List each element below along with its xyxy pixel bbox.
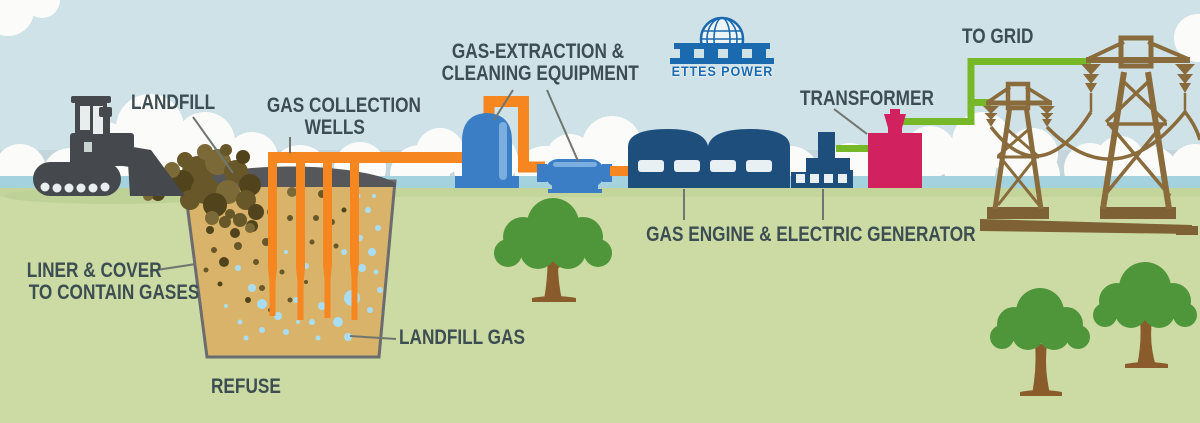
pointer-landfill — [192, 116, 234, 174]
label-refuse-text: REFUSE — [211, 375, 281, 398]
label-liner-line1: LINER & COVER — [26, 259, 162, 282]
bulldozer — [33, 96, 185, 196]
pipe-to-engine — [610, 166, 630, 176]
label-gas-extraction: GAS-EXTRACTION & CLEANING EQUIPMENT — [420, 41, 655, 85]
pointer-gas-extraction-tank — [493, 89, 514, 121]
cleaning-compressor — [537, 159, 612, 193]
tree-right-small — [990, 288, 1090, 396]
label-landfill-text: LANDFILL — [131, 91, 216, 114]
label-gas-engine-text: GAS ENGINE & ELECTRIC GENERATOR — [646, 223, 976, 246]
label-gas-extraction-line1: GAS-EXTRACTION & — [451, 40, 624, 63]
refuse-mound — [143, 144, 264, 238]
pointer-gas-extraction-compressor — [546, 89, 579, 162]
pointer-transformer — [833, 108, 868, 135]
label-liner-cover: LINER & COVER TO CONTAIN GASES — [10, 259, 200, 304]
label-wells-line1: GAS COLLECTION — [266, 94, 421, 117]
ettes-power-logo — [670, 16, 774, 64]
label-transformer-text: TRANSFORMER — [800, 87, 934, 110]
generator-structure — [791, 132, 853, 188]
label-gas-engine: GAS ENGINE & ELECTRIC GENERATOR — [610, 224, 975, 246]
extraction-tank — [455, 113, 519, 188]
label-liner-line2: TO CONTAIN GASES — [28, 281, 200, 304]
label-gas-collection-wells: GAS COLLECTION WELLS — [250, 94, 421, 139]
label-to-grid: TO GRID — [962, 26, 1049, 48]
pointer-liner — [149, 263, 197, 272]
label-transformer: TRANSFORMER — [800, 88, 963, 110]
transmission-towers — [980, 35, 1200, 235]
label-refuse: REFUSE — [211, 376, 296, 398]
label-landfill: LANDFILL — [131, 92, 234, 114]
tree-middle — [494, 198, 612, 302]
tree-right-big — [1093, 262, 1197, 368]
pointer-landfill-gas — [349, 335, 397, 340]
transformer-box — [868, 109, 922, 188]
logo-name: ETTES POWER — [671, 63, 773, 79]
label-gas-extraction-line2: CLEANING EQUIPMENT — [441, 62, 639, 85]
tower-wires — [989, 110, 1200, 161]
ettes-power-logo-text: ETTES POWER — [658, 63, 786, 79]
gas-engine-building — [628, 129, 790, 188]
label-landfill-gas: LANDFILL GAS — [399, 327, 553, 349]
label-to-grid-text: TO GRID — [962, 25, 1034, 48]
gas-collection-well-pipes — [268, 152, 470, 320]
big-tower — [1081, 35, 1195, 210]
label-landfill-gas-text: LANDFILL GAS — [399, 326, 525, 349]
extraction-pipe — [483, 96, 545, 173]
pointer-lines — [149, 89, 868, 340]
label-wells-line2: WELLS — [304, 116, 366, 139]
